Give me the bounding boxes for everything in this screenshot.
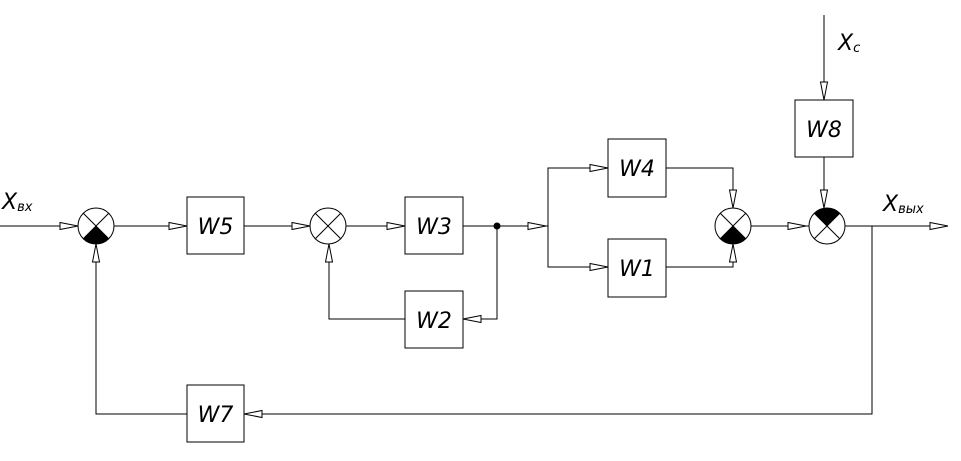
- block-w8-label: W8: [806, 118, 842, 143]
- block-w1-label: W1: [619, 257, 655, 282]
- line-split-w1: [547, 226, 608, 268]
- summing-junction-1: [77, 207, 115, 245]
- block-w4-label: W4: [619, 157, 655, 182]
- arrow-into-s1: [59, 221, 79, 231]
- disturbance-signal-sub: c: [853, 41, 860, 56]
- arrow-into-s2: [291, 221, 311, 231]
- line-w2-feedback-in: [463, 226, 498, 320]
- block-w7: W7: [186, 384, 245, 443]
- arrow-w1-into-s3: [728, 243, 738, 263]
- input-signal-sub: вх: [17, 200, 33, 215]
- block-w2-label: W2: [416, 309, 452, 334]
- arrow-into-w4: [589, 163, 609, 173]
- arrow-into-s4: [787, 221, 807, 231]
- summing-junction-2: [309, 207, 347, 245]
- arrow-into-w2: [462, 314, 482, 324]
- block-w4: W4: [607, 138, 667, 198]
- arrow-into-w8: [819, 81, 829, 101]
- block-w2: W2: [404, 290, 464, 349]
- output-signal-sub: вых: [898, 202, 924, 217]
- block-w5-label: W5: [198, 215, 234, 240]
- block-w1: W1: [607, 238, 667, 298]
- arrow-into-w1: [589, 262, 609, 272]
- block-w5: W5: [186, 196, 245, 255]
- block-w3-label: W3: [416, 215, 452, 240]
- summing-junction-4: [808, 207, 846, 245]
- connections: [0, 15, 948, 415]
- arrow-w2-into-s2: [324, 243, 334, 263]
- arrow-into-w7: [243, 409, 263, 419]
- disturbance-signal-main: X: [837, 31, 854, 56]
- arrow-output: [929, 221, 949, 231]
- block-w7-label: W7: [198, 403, 234, 428]
- block-w8: W8: [794, 99, 854, 158]
- output-signal-main: X: [882, 192, 899, 217]
- arrow-w4-into-s3: [728, 189, 738, 209]
- arrow-into-w5: [168, 221, 188, 231]
- arrow-w8-into-s4: [819, 189, 829, 209]
- line-w7-s1: [95, 244, 187, 415]
- line-main-feedback: [244, 226, 873, 415]
- line-split-w4: [547, 167, 608, 226]
- disturbance-signal-label: Xc: [837, 31, 860, 56]
- arrow-into-w3: [386, 221, 406, 231]
- block-w3: W3: [404, 196, 464, 255]
- input-signal-main: X: [1, 190, 18, 215]
- line-w4-s3: [666, 167, 734, 208]
- arrowheads: [59, 81, 949, 419]
- input-signal-label: Xвх: [1, 190, 33, 215]
- arrow-into-split: [527, 221, 547, 231]
- output-signal-label: Xвых: [882, 192, 924, 217]
- branch-point: [493, 222, 501, 230]
- line-w1-s3: [666, 244, 734, 268]
- summing-junction-3: [714, 207, 752, 245]
- arrow-w7-into-s1: [91, 243, 101, 263]
- line-w2-feedback-out: [328, 244, 405, 320]
